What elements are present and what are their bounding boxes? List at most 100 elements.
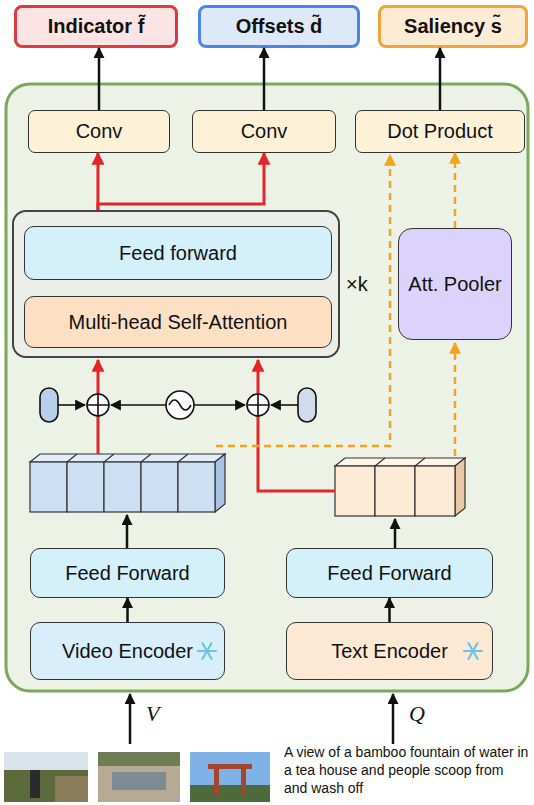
positional-encoding [194,404,245,406]
video-feature-cubes [30,454,225,512]
frozen-snowflake [464,643,482,659]
positional-encoding [247,394,269,416]
positional-encoding [247,394,269,416]
node-label: Dot Product [387,120,493,143]
text-feature-cubes [375,466,415,516]
connector-arrow [98,48,101,110]
node-label: Text Encoder [331,640,448,663]
positional-encoding [87,394,109,416]
connector-arrow [454,153,457,228]
video-frames [4,752,88,770]
video-feature-cubes [104,462,141,512]
feed-forward-box: Feed forward [24,226,332,280]
feed-forward-box: Feed Forward [30,548,225,598]
node-label: Saliency s̃ [404,15,502,38]
output-box: Saliency s̃ [378,5,528,48]
feature-arrows [392,694,395,744]
feed-forward-box: Feed Forward [286,548,493,598]
model-frame [6,84,528,691]
video-frames [214,764,219,796]
node-label: Att. Pooler [408,273,501,296]
attention-box: Multi-head Self-Attention [24,296,332,348]
dot-product-box: Dot Product [355,110,525,153]
node-label: Multi-head Self-Attention [68,311,287,334]
connector-arrow [98,153,264,210]
node-label: Offsets d̃ [236,15,323,38]
positional-encoding [40,388,316,422]
feature-arrows [126,515,129,548]
positional-encoding [169,400,191,410]
connector-arrow [126,598,129,622]
text-feature-cubes [415,466,455,516]
node-label: Conv [241,120,288,143]
video-feature-cubes [67,462,104,512]
video-feature-cubes [178,462,215,512]
connector-arrow [96,153,99,210]
node-label: Feed forward [119,242,237,265]
video-frames [112,772,166,790]
connector-layer [98,48,455,622]
positional-encoding [111,404,166,406]
positional-encoding [298,388,316,422]
video-frames [98,752,180,766]
video-frames [241,764,246,796]
positional-encoding [271,404,298,406]
pooler-box: Att. Pooler [398,228,512,340]
video-frames [55,776,88,802]
connector-arrow [388,598,391,622]
transformer-block: ×kFeed forwardMulti-head Self-Attention [12,210,340,358]
input-symbol: Q [409,700,439,729]
video-frames [190,752,270,802]
text-feature-cubes [335,458,465,466]
node-label: Feed Forward [65,562,190,585]
text-feature-cubes [375,458,385,466]
positional-encoding [166,391,194,419]
node-label: Conv [76,120,123,143]
repeat-label: ×k [346,273,368,296]
video-frames [30,770,40,798]
text-feature-cubes [335,466,375,516]
node-label: Feed Forward [327,562,452,585]
frozen-snowflake [198,643,482,659]
conv-box: Conv [192,110,336,153]
video-feature-cubes [104,454,114,462]
video-feature-cubes [30,462,67,512]
frozen-snowflake [198,643,216,659]
feature-arrows [394,519,397,548]
node-label: Indicator f̃ [48,15,145,38]
input-symbol: V [146,700,176,729]
video-feature-cubes [30,454,225,462]
connector-arrow [263,48,266,110]
text-feature-cubes [415,458,425,466]
frozen-snowflake [198,643,216,659]
video-feature-cubes [178,454,188,462]
token-flow-lines [258,360,335,491]
text-feature-cubes [335,458,465,516]
video-frames [98,752,180,802]
output-box: Offsets d̃ [198,5,360,48]
positional-encoding [58,404,85,406]
positional-encoding [40,388,58,422]
token-flow-lines [98,360,335,491]
positional-encoding [87,394,109,416]
video-frames [4,752,88,802]
encoder-box: Text Encoder [286,622,493,680]
video-feature-cubes [215,454,225,512]
feature-arrows [129,694,132,744]
conv-box: Conv [28,110,170,153]
connector-arrow [439,48,442,110]
video-frames [190,785,270,802]
model-frame [6,84,528,691]
node-label: Video Encoder [62,640,193,663]
query-caption: A view of a bamboo fountain of water in … [284,743,530,798]
video-feature-cubes [67,454,77,462]
video-frames [4,752,270,802]
video-feature-cubes [141,462,178,512]
frozen-snowflake [464,643,482,659]
encoder-box: Video Encoder [30,622,225,680]
output-box: Indicator f̃ [14,5,178,48]
